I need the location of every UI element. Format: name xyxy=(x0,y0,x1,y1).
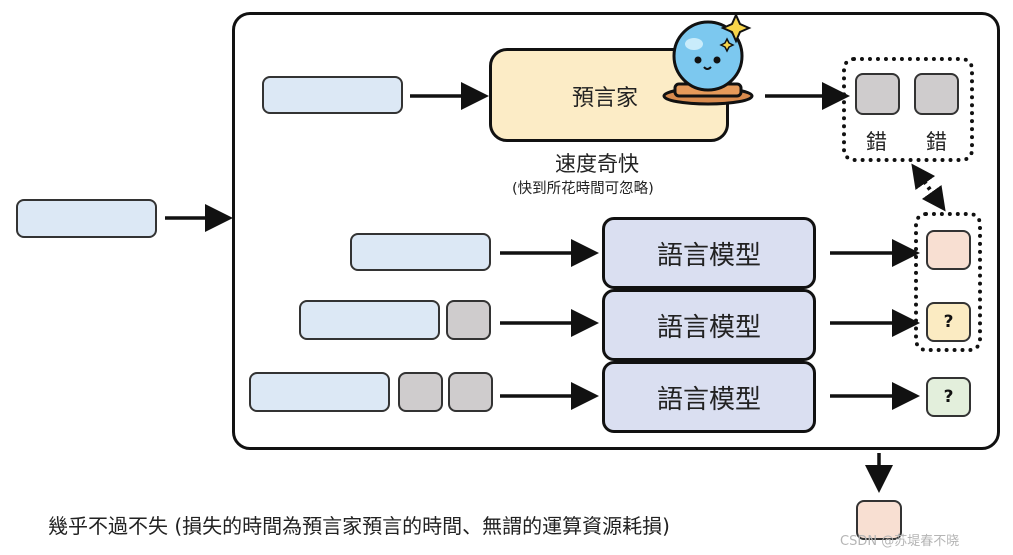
language-model-box: 語言模型 xyxy=(602,217,816,289)
row1-output-token xyxy=(926,230,971,270)
row3-draft-token xyxy=(398,372,443,412)
row3-draft-token xyxy=(448,372,493,412)
oracle-predicted-token xyxy=(914,73,959,115)
row2-draft-token xyxy=(446,300,491,340)
oracle-label: 預言家 xyxy=(572,86,639,111)
row2-output-token: ? xyxy=(926,302,971,342)
wrong-label: 錯 xyxy=(866,130,887,154)
input-prompt-token xyxy=(16,199,157,238)
verification-outputs-group xyxy=(914,212,982,352)
row3-output-token: ? xyxy=(926,377,971,417)
oracle-input-token xyxy=(262,76,403,114)
oracle-predicted-token xyxy=(855,73,900,115)
row1-input-token xyxy=(350,233,491,271)
footer-caption: 幾乎不過不失 (損失的時間為預言家預言的時間、無謂的運算資源耗損) xyxy=(48,514,670,538)
crystal-ball-icon xyxy=(662,12,754,106)
language-model-box: 語言模型 xyxy=(602,289,816,361)
comparison-dotted-arrow xyxy=(911,163,946,212)
final-output-token xyxy=(856,500,902,540)
wrong-label: 錯 xyxy=(926,130,947,154)
watermark: CSDN @苏堤春不晓 xyxy=(840,534,960,549)
oracle-speed-note: (快到所花時間可忽略) xyxy=(512,181,654,197)
row3-input-token xyxy=(249,372,390,412)
oracle-speed-title: 速度奇快 xyxy=(555,152,639,176)
row2-input-token xyxy=(299,300,440,340)
language-model-box: 語言模型 xyxy=(602,361,816,433)
